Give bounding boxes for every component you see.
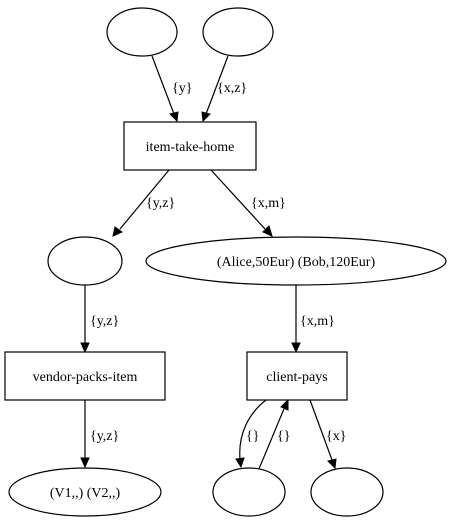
node-label: vendor-packs-item: [33, 370, 138, 385]
edge-p6-to-client-pays: {}: [257, 398, 290, 472]
edge-p3-to-vendor-packs-item: {y,z}: [80, 285, 119, 354]
edge-p2-to-item-take-home: {x,z}: [201, 55, 247, 123]
place-p5: (V1,,) (V2,,): [8, 467, 162, 517]
edge-label: {x}: [326, 429, 346, 444]
place-p7: [310, 467, 384, 517]
edge-vendor-packs-item-to-p5: {y,z}: [80, 400, 119, 469]
transition-item-take-home: item-take-home: [123, 121, 257, 171]
transition-vendor-packs-item: vendor-packs-item: [4, 351, 166, 401]
node-label: (V1,,) (V2,,): [50, 486, 121, 501]
place-p4: (Alice,50Eur) (Bob,120Eur): [145, 236, 447, 286]
edge-client-pays-to-p7: {x}: [309, 399, 346, 470]
edge-label: {y}: [172, 81, 192, 96]
edge-p1-to-item-take-home: {y}: [151, 55, 192, 123]
edge-item-take-home-to-p3: {y,z}: [112, 169, 175, 237]
edge-item-take-home-to-p4: {x,m}: [210, 169, 286, 237]
node-label: client-pays: [266, 370, 327, 385]
edge-label: {x,z}: [217, 81, 247, 96]
edge-label: {y,z}: [90, 314, 119, 329]
edge-label: {}: [246, 429, 259, 444]
place-p2: [202, 7, 274, 57]
node-label: (Alice,50Eur) (Bob,120Eur): [217, 255, 376, 270]
edge-label: {}: [277, 429, 290, 444]
place-p1: [106, 7, 178, 57]
edge-client-pays-to-p6: {}: [235, 399, 267, 469]
edge-label: {y,z}: [90, 429, 119, 444]
place-p6: [212, 467, 286, 517]
edge-label: {x,m}: [251, 196, 286, 211]
edge-label: {y,z}: [146, 196, 175, 211]
node-label: item-take-home: [146, 140, 235, 155]
edge-label: {x,m}: [300, 314, 335, 329]
place-p3: [47, 236, 123, 286]
transition-client-pays: client-pays: [246, 351, 348, 401]
edge-p4-to-client-pays: {x,m}: [291, 285, 335, 354]
